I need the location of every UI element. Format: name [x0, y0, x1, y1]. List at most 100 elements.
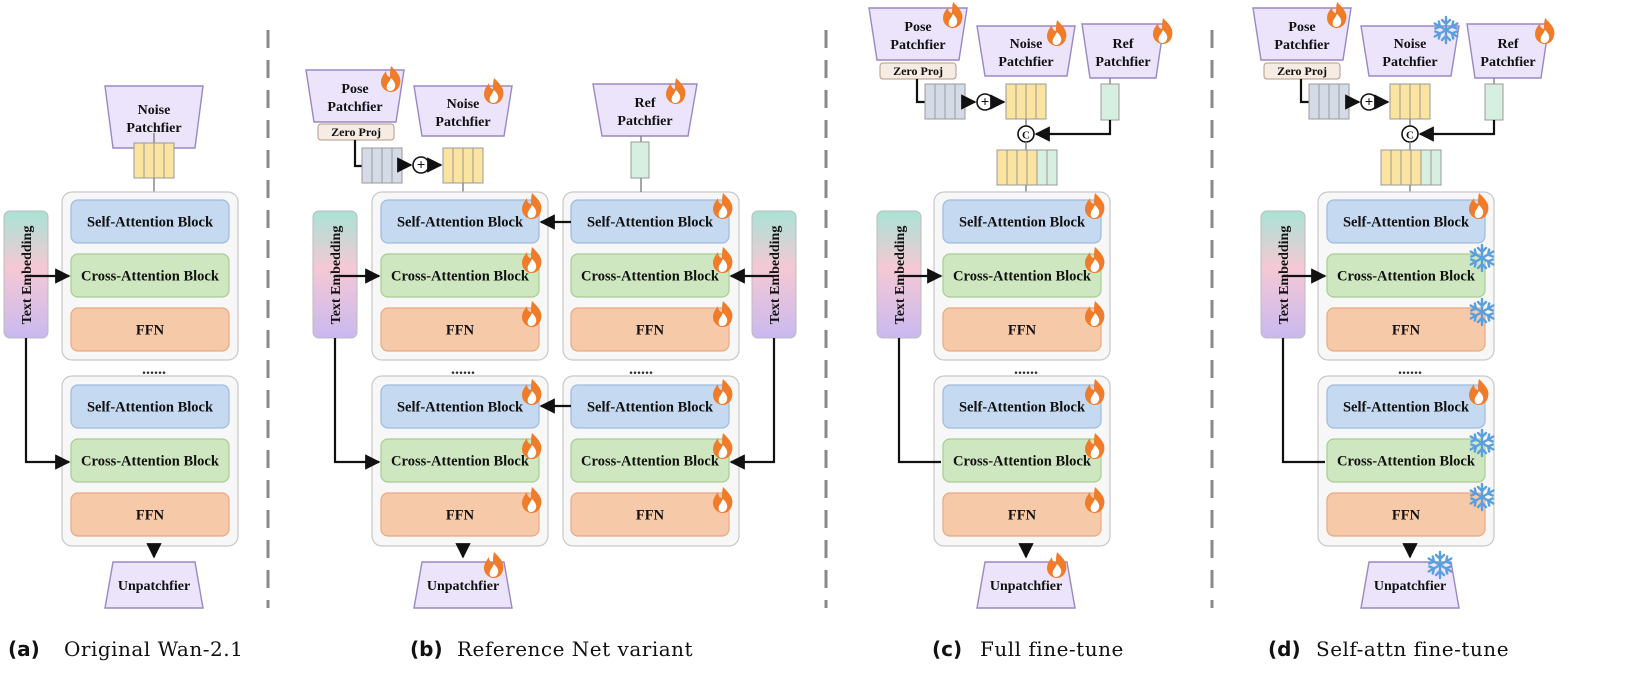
caption-text: Original Wan-2.1 — [64, 637, 243, 661]
ref-patchfier-label: Patchfier — [1480, 55, 1535, 70]
ellipsis: ...... — [142, 361, 166, 378]
zero-proj-label: Zero Proj — [893, 64, 943, 78]
token-cell — [1389, 83, 1401, 120]
self-attention-block — [380, 199, 540, 244]
token-cell — [1328, 83, 1340, 120]
ffn-block — [942, 492, 1102, 537]
unpatchfier-label: Unpatchfier — [990, 579, 1062, 594]
token-cell — [371, 147, 383, 184]
token-cell — [153, 142, 165, 179]
self-attention-block — [1326, 384, 1486, 429]
cross-attention-block-label: Cross-Attention Block — [1337, 454, 1476, 470]
ffn-block-label: FFN — [1008, 508, 1037, 524]
token-cell — [1318, 83, 1330, 120]
cross-attention-block-label: Cross-Attention Block — [953, 454, 1092, 470]
noise-patchfier — [104, 85, 204, 149]
noise-patchfier-label: Patchfier — [1382, 55, 1437, 70]
pose-connector — [1299, 79, 1309, 104]
token-cell — [361, 147, 373, 184]
pose-patchfier-label: Pose — [1288, 20, 1315, 35]
self-attention-block — [70, 199, 230, 244]
ffn-block-label: FFN — [1392, 323, 1421, 339]
noise-patchfier-label: Patchfier — [435, 115, 490, 130]
token-cell — [1380, 149, 1392, 186]
ellipsis: ...... — [629, 361, 653, 378]
ref-patchfier-label: Ref — [1498, 37, 1519, 52]
token-cell — [934, 83, 946, 120]
pose-connector — [915, 79, 925, 104]
noise-patchfier-label: Noise — [1394, 37, 1427, 52]
caption-text: Self-attn fine-tune — [1316, 637, 1509, 661]
flame-icon — [666, 78, 686, 104]
flame-icon — [484, 78, 504, 104]
plus-circle-symbol: + — [417, 158, 426, 174]
caption-letter: (a) — [8, 637, 40, 661]
token-cell — [1025, 83, 1037, 120]
cross-attention-block — [942, 438, 1102, 483]
token-cell — [1035, 83, 1047, 120]
zero-proj-label: Zero Proj — [331, 125, 381, 139]
flame-icon — [484, 552, 504, 578]
cross-attention-block — [1326, 438, 1486, 483]
pose-patchfier — [305, 69, 405, 123]
cross-attention-block-label: Cross-Attention Block — [81, 454, 220, 470]
ffn-block — [942, 307, 1102, 352]
flame-icon — [1047, 552, 1067, 578]
ref-patchfier — [1081, 23, 1165, 79]
pose-patchfier-label: Patchfier — [327, 100, 382, 115]
token-cell — [1420, 149, 1432, 186]
ellipsis: ...... — [451, 361, 475, 378]
self-attention-block — [1326, 199, 1486, 244]
ffn-block-label: FFN — [136, 323, 165, 339]
ffn-block-label: FFN — [1008, 323, 1037, 339]
cross-attention-block-label: Cross-Attention Block — [81, 269, 220, 285]
token-cell — [1399, 83, 1411, 120]
token-cell — [1338, 83, 1350, 120]
self-attention-block-label: Self-Attention Block — [1343, 215, 1470, 231]
caption-text: Reference Net variant — [457, 637, 693, 661]
ffn-block-label: FFN — [636, 323, 665, 339]
cross-attention-block — [1326, 253, 1486, 298]
token-cell — [163, 142, 175, 179]
ffn-block — [380, 307, 540, 352]
token-cell — [1430, 149, 1442, 186]
unpatchfier — [1360, 561, 1460, 609]
noise-patchfier-label: Patchfier — [126, 121, 181, 136]
text-to-cross-attention-arrow — [24, 338, 71, 470]
unpatchfier — [104, 561, 204, 609]
self-attention-block-label: Self-Attention Block — [87, 400, 214, 416]
token-cell — [1410, 149, 1422, 186]
caption-text: Full fine-tune — [980, 637, 1124, 661]
ellipsis: ...... — [1398, 361, 1422, 378]
concat-circle-symbol: C — [1406, 130, 1414, 142]
noise-patchfier-label: Noise — [138, 103, 171, 118]
flame-icon — [1535, 18, 1555, 44]
cross-attention-block — [70, 253, 230, 298]
token-cell — [472, 147, 484, 184]
self-attention-block-label: Self-Attention Block — [587, 215, 714, 231]
cross-attention-block — [380, 438, 540, 483]
token-cell — [452, 147, 464, 184]
cross-attention-block-label: Cross-Attention Block — [953, 269, 1092, 285]
token-cell — [462, 147, 474, 184]
ffn-block-label: FFN — [636, 508, 665, 524]
self-attention-block — [70, 384, 230, 429]
ffn-block-label: FFN — [136, 508, 165, 524]
ref-patchfier-label: Ref — [1113, 37, 1134, 52]
token-cell — [1100, 83, 1120, 121]
pose-patchfier — [868, 7, 968, 61]
token-cell — [1419, 83, 1431, 120]
token-cell — [1015, 83, 1027, 120]
ref-to-concat-arrow — [1418, 120, 1496, 142]
self-attention-block-label: Self-Attention Block — [397, 215, 524, 231]
ffn-block-label: FFN — [446, 508, 475, 524]
unpatchfier-label: Unpatchfier — [427, 579, 499, 594]
token-cell — [1046, 149, 1058, 186]
caption-letter: (c) — [932, 637, 962, 661]
token-cell — [1484, 83, 1504, 121]
cross-attention-block — [570, 253, 730, 298]
ffn-block — [1326, 307, 1486, 352]
token-cell — [630, 141, 650, 179]
token-cell — [1026, 149, 1038, 186]
token-cell — [924, 83, 936, 120]
